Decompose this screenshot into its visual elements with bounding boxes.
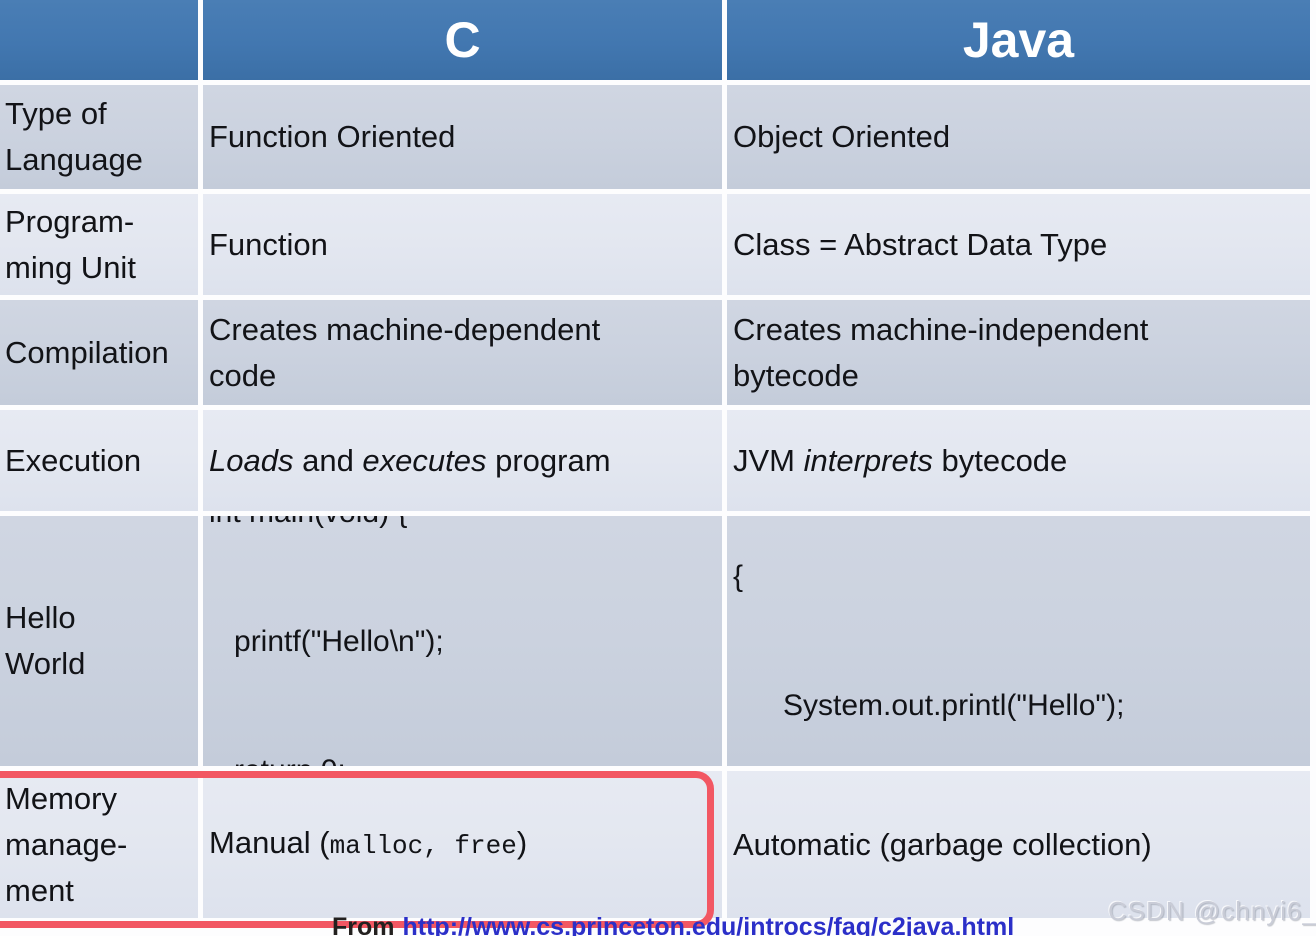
label-line: Language: [5, 142, 143, 177]
label-line: manage-: [5, 826, 128, 862]
cell-c-compilation: Creates machine-dependent code: [203, 300, 722, 405]
cell-text-line: bytecode: [733, 357, 859, 393]
cell-c-memory-management: Manual (malloc, free): [203, 771, 722, 918]
cell-java-compilation: Creates machine-independent bytecode: [727, 300, 1310, 405]
red-highlight-box: [0, 771, 714, 928]
header-c-label: C: [444, 12, 481, 68]
cell-text-line: code: [209, 357, 277, 393]
cell-text: Automatic (garbage collection): [733, 826, 1152, 862]
code-line: printf("Hello\n");: [209, 624, 444, 658]
header-java-label: Java: [962, 12, 1075, 68]
cell-text: Loads and executes program: [209, 438, 722, 484]
cell-text: Function: [209, 226, 328, 262]
plain-word: program: [486, 442, 611, 478]
cell-c-hello-world-code: #include<stdio.h> int main(void) { print…: [203, 516, 722, 766]
label-line: Program-: [5, 203, 135, 239]
cell-text: Object Oriented: [733, 119, 951, 154]
plain-word: JVM: [733, 442, 804, 478]
cell-c-type-of-language: Function Oriented: [203, 85, 722, 189]
code-line: {: [733, 560, 744, 593]
plain-word: ): [516, 825, 528, 860]
source-url-link[interactable]: http://www.cs.princeton.edu/introcs/faq/…: [402, 913, 1015, 936]
label-line: World: [5, 646, 86, 681]
cell-java-execution: JVM interprets bytecode: [727, 410, 1310, 511]
row-label-hello-world: Hello World: [0, 516, 198, 766]
label-line: Memory: [5, 780, 117, 816]
row-label-execution: Execution: [0, 410, 198, 511]
label-line: ming Unit: [5, 249, 136, 285]
cell-java-type-of-language: Object Oriented: [727, 85, 1310, 189]
source-from-label: From: [332, 913, 395, 936]
italic-word: Loads: [209, 442, 294, 478]
italic-word: interprets: [803, 442, 933, 478]
label-line: Execution: [5, 442, 142, 478]
cell-text: Manual (malloc, free): [209, 820, 722, 869]
row-label-programming-unit: Program- ming Unit: [0, 194, 198, 295]
cell-text-line: Creates machine-independent: [733, 311, 1149, 347]
cell-text: Function Oriented: [209, 119, 456, 154]
plain-word: bytecode: [932, 442, 1068, 478]
mono-code-inline: malloc, free: [329, 831, 517, 861]
source-line: From http://www.cs.princeton.edu/introcs/…: [332, 913, 1014, 936]
cell-c-programming-unit: Function: [203, 194, 722, 295]
row-label-compilation: Compilation: [0, 300, 198, 405]
cell-text-line: Creates machine-dependent: [209, 311, 601, 347]
italic-word: executes: [362, 442, 487, 478]
cell-text: Class = Abstract Data Type: [733, 226, 1108, 262]
cell-text: JVM interprets bytecode: [733, 438, 1310, 484]
header-c-cell: C: [203, 0, 722, 80]
header-java-cell: Java: [727, 0, 1310, 80]
code-line: System.out.printl("Hello");: [733, 689, 1125, 722]
cell-java-memory-management: Automatic (garbage collection): [727, 771, 1310, 918]
csdn-watermark: CSDN @chnyi6_ya: [1108, 896, 1316, 926]
header-corner-cell: [0, 0, 198, 80]
row-label-type-of-language: Type of Language: [0, 85, 198, 189]
code-line: return 0;: [209, 749, 722, 767]
plain-word: and: [293, 442, 363, 478]
plain-word: Manual (: [209, 825, 330, 860]
label-line: Hello: [5, 600, 76, 635]
label-line: Type of: [5, 96, 107, 131]
label-line: ment: [5, 872, 74, 908]
cell-c-execution: Loads and executes program: [203, 410, 722, 511]
label-line: Compilation: [5, 334, 169, 370]
code-line: int main(void) {: [209, 516, 722, 534]
c-code-block: #include<stdio.h> int main(void) { print…: [209, 516, 722, 766]
c-vs-java-comparison-table: C Java Type of Language Function Oriente…: [0, 0, 1310, 918]
cell-java-programming-unit: Class = Abstract Data Type: [727, 194, 1310, 295]
row-label-memory-management: Memory manage- ment: [0, 771, 198, 918]
